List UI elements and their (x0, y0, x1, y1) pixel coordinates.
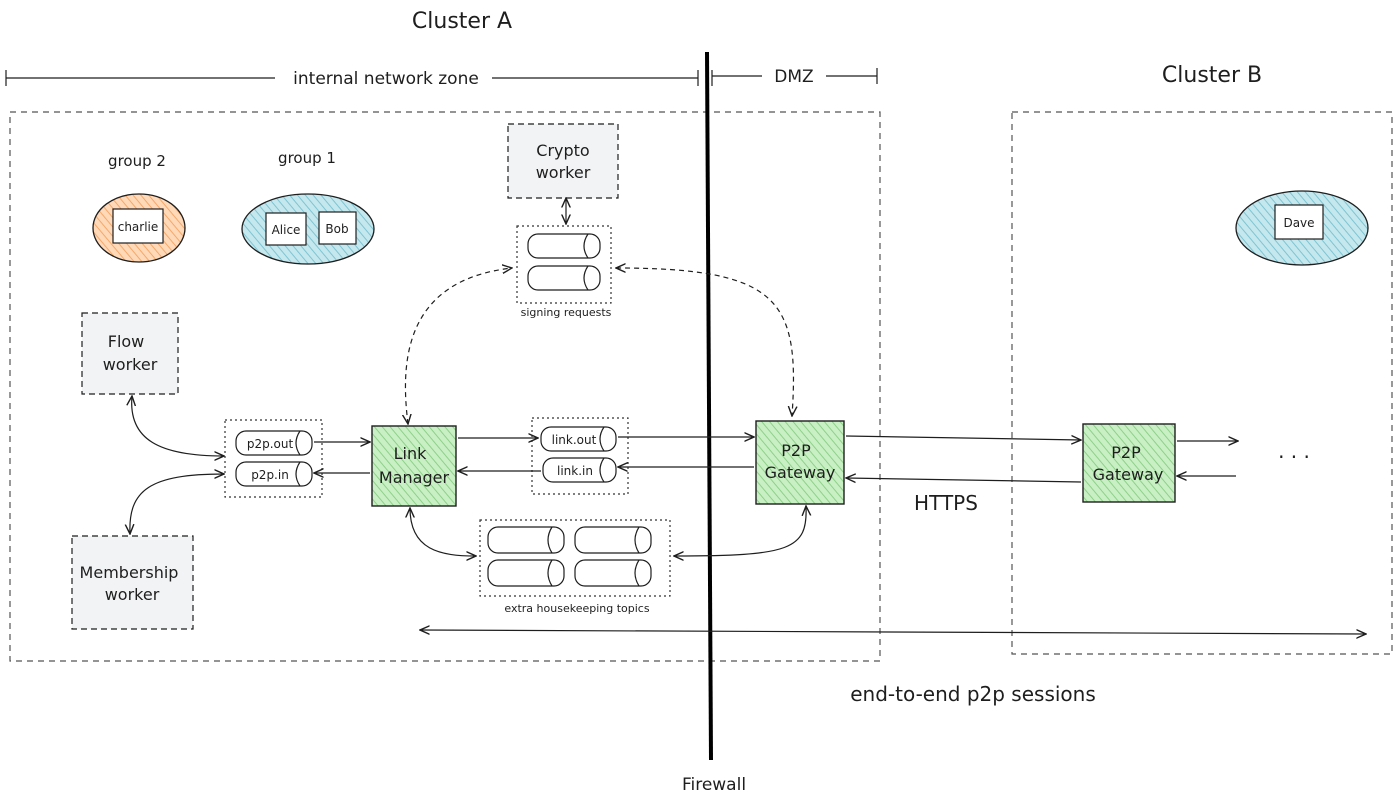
link-manager-signing-arrow (405, 268, 512, 424)
housekeeping-topic-3 (487, 559, 565, 587)
crypto-worker-label-line1: Crypto (536, 141, 589, 160)
alice-box (265, 212, 307, 246)
internal-zone-label: internal network zone (293, 69, 479, 89)
membership-worker-box (71, 535, 194, 630)
flow-worker-box (81, 312, 179, 395)
alice-label: Alice (272, 223, 301, 237)
link-manager-label-line1: Link (394, 444, 428, 463)
housekeeping-topic-2-end (634, 526, 640, 554)
charlie-box (112, 208, 164, 244)
housekeeping-topic-1 (487, 526, 565, 554)
p2p-in-topic-end (295, 461, 301, 487)
housekeeping-topic-1-end (547, 526, 553, 554)
signing-topic-1 (527, 233, 601, 259)
cluster-a-boundary (9, 111, 881, 662)
link-out-label: link.out (552, 433, 597, 447)
bob-label: Bob (325, 222, 348, 236)
link-manager-box (371, 425, 457, 507)
crypto-worker-box (507, 123, 619, 199)
p2p-in-label: p2p.in (251, 468, 289, 482)
signing-topic-1-end (583, 233, 589, 259)
bob-box (318, 211, 357, 245)
https-label: HTTPS (914, 491, 978, 515)
gateway-a-label-line1: P2P (781, 441, 811, 460)
membership-worker-p2p-arrow (130, 474, 224, 534)
housekeeping-topic-2 (574, 526, 652, 554)
link-out-topic-end (599, 426, 605, 452)
gateway-b-label-line1: P2P (1111, 443, 1141, 462)
crypto-worker-label-line2: worker (536, 163, 591, 182)
internal-zone-span: internal network zone (5, 69, 699, 89)
link-in-topic (542, 457, 617, 483)
housekeeping-topic-4 (574, 559, 652, 587)
p2p-out-topic (235, 430, 313, 456)
gateway-a-box (755, 420, 845, 505)
gateway-a-label-line2: Gateway (765, 463, 836, 482)
housekeeping-topic-3-end (547, 559, 553, 587)
ellipsis-label: . . . (1278, 439, 1310, 463)
end-to-end-sessions-label: end-to-end p2p sessions (850, 682, 1096, 706)
p2p-out-topic-end (295, 430, 301, 456)
housekeeping-topic-4-end (634, 559, 640, 587)
cluster-b-boundary (1011, 111, 1393, 655)
flow-worker-p2p-arrow (132, 396, 224, 456)
dave-label: Dave (1283, 216, 1314, 230)
gateway-signing-arrow (616, 268, 793, 416)
p2p-in-topic (235, 461, 313, 487)
flow-worker-label-line2: worker (103, 355, 158, 374)
signing-topic-2-end (583, 265, 589, 291)
gateway-b-label-line2: Gateway (1093, 465, 1164, 484)
cluster-a-title: Cluster A (412, 9, 512, 34)
gateway-b-to-a-arrow (846, 478, 1082, 482)
signing-requests-label: signing requests (521, 306, 612, 319)
signing-requests-group (516, 225, 612, 304)
group1-label: group 1 (278, 149, 336, 167)
membership-worker-label-line1: Membership (80, 563, 179, 582)
p2p-topics-group (224, 419, 323, 498)
link-manager-label-line2: Manager (379, 468, 450, 487)
link-in-label: link.in (557, 464, 593, 478)
housekeeping-group (479, 519, 671, 597)
dmz-span: DMZ (711, 67, 878, 87)
dave-box (1274, 204, 1324, 240)
link-manager-housekeeping-arrow (410, 508, 476, 556)
group2-label: group 2 (108, 152, 166, 170)
gateway-b-box (1082, 423, 1176, 503)
link-out-topic (540, 426, 617, 452)
cluster-b-title: Cluster B (1162, 63, 1262, 88)
dmz-label: DMZ (774, 67, 813, 87)
membership-worker-label-line2: worker (105, 585, 160, 604)
firewall-label: Firewall (682, 775, 746, 795)
link-in-topic-end (599, 457, 605, 483)
gateway-housekeeping-arrow (674, 506, 806, 556)
charlie-label: charlie (118, 220, 159, 234)
flow-worker-label-line1: Flow (108, 332, 145, 351)
firewall-line (705, 51, 713, 761)
gateway-a-to-b-arrow (845, 436, 1081, 440)
end-to-end-sessions-arrow (420, 630, 1366, 634)
housekeeping-label: extra housekeeping topics (504, 602, 649, 615)
p2p-out-label: p2p.out (247, 437, 294, 451)
signing-topic-2 (527, 265, 601, 291)
link-topics-group (531, 417, 629, 495)
